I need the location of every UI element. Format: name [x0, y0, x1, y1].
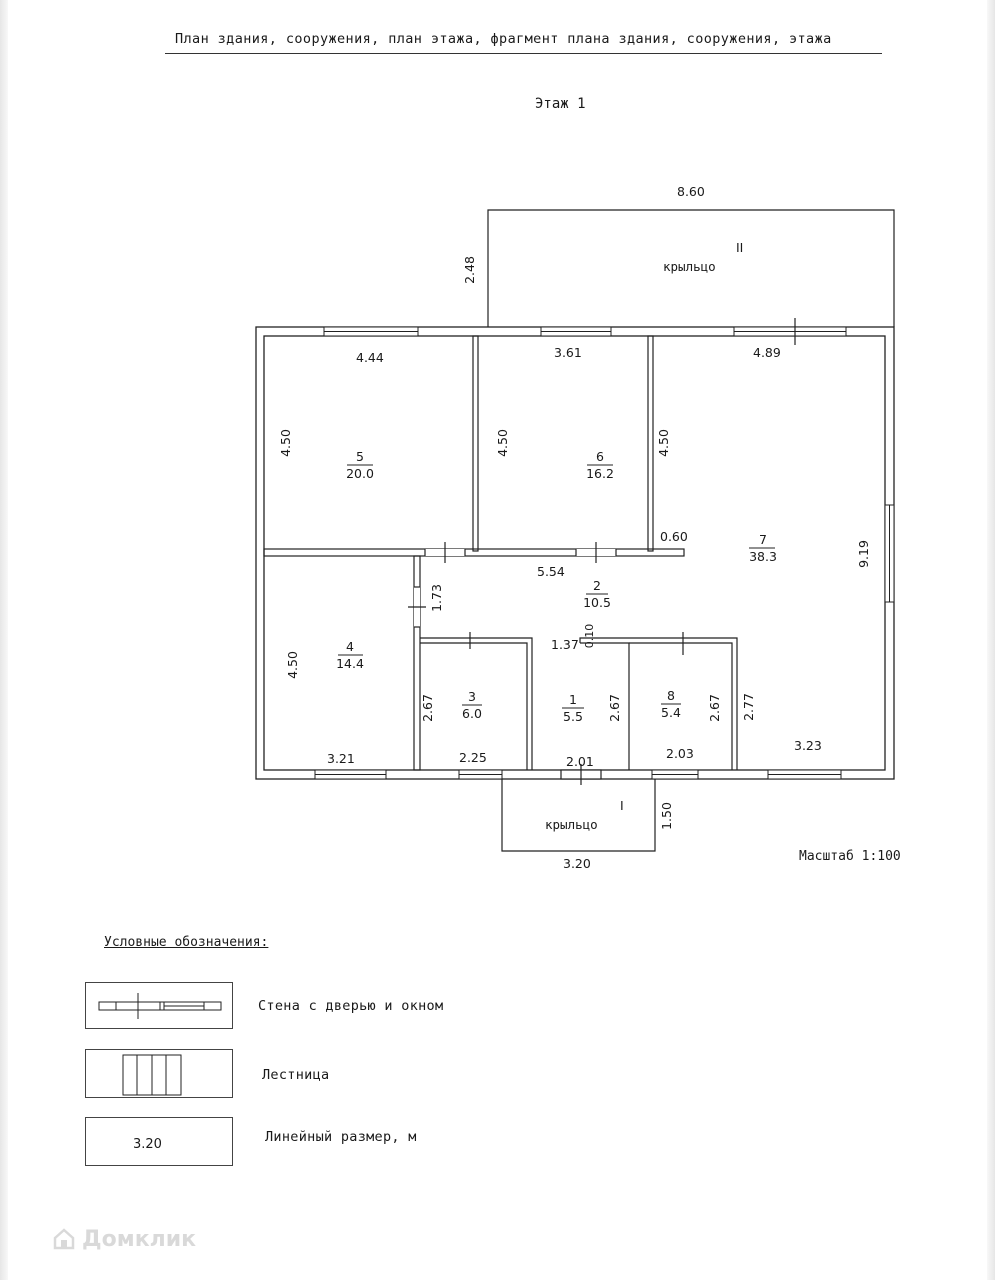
dim-step-gap: 0.10 — [583, 624, 596, 649]
dim-corridor-length: 5.54 — [537, 564, 565, 579]
dim-room1-bottom: 2.01 — [566, 754, 594, 769]
page-edge-right — [987, 0, 995, 1280]
dim-room1-side: 2.67 — [607, 694, 622, 722]
plan-header-title: План здания, сооружения, план этажа, фра… — [175, 31, 832, 47]
room-7-number: 7 — [759, 532, 767, 547]
dim-room7-right: 9.19 — [856, 540, 871, 568]
porch-top-depth: 2.48 — [462, 256, 477, 284]
porch-bottom-numeral: I — [620, 798, 624, 813]
legend-wall-text: Стена с дверью и окном — [258, 998, 444, 1014]
dim-corridor-side: 1.73 — [429, 584, 444, 612]
room-1-area: 5.5 — [563, 709, 583, 724]
floor-label: Этаж 1 — [535, 96, 586, 112]
dim-room7-bottom: 3.23 — [794, 738, 822, 753]
room-3-area: 6.0 — [462, 706, 482, 721]
page-edge-left — [0, 0, 8, 1280]
legend-stairs-symbol — [85, 1049, 233, 1098]
watermark: Домклик — [52, 1226, 196, 1252]
doors — [408, 318, 796, 785]
dim-room6-top: 3.61 — [554, 345, 582, 360]
scale-label: Масштаб 1:100 — [799, 849, 901, 864]
dim-room3-bottom: 2.25 — [459, 750, 487, 765]
watermark-text: Домклик — [82, 1226, 197, 1252]
dim-room7-side: 4.50 — [656, 429, 671, 457]
legend-dimension-sample: 3.20 — [133, 1137, 162, 1152]
porch-top-name: крыльцо — [663, 259, 716, 274]
dim-room8-bottom: 2.03 — [666, 746, 694, 761]
dim-room3-side: 2.67 — [420, 694, 435, 722]
room-2-number: 2 — [593, 578, 601, 593]
legend-title: Условные обозначения: — [104, 935, 269, 950]
porch-top-width: 8.60 — [677, 184, 705, 199]
legend-dimension-symbol: 3.20 — [85, 1117, 233, 1166]
interior-walls — [263, 335, 738, 771]
dim-room4-side: 4.50 — [285, 651, 300, 679]
legend-dimension-text: Линейный размер, м — [265, 1129, 417, 1145]
room-8-area: 5.4 — [661, 705, 681, 720]
dim-room7-top: 4.89 — [753, 345, 781, 360]
porch-bottom-outline — [501, 779, 656, 852]
legend-wall-symbol — [85, 982, 233, 1029]
porch-bottom-depth: 1.50 — [659, 802, 674, 830]
room-1-number: 1 — [569, 692, 577, 707]
room-6-number: 6 — [596, 449, 604, 464]
dim-room7-lower-side: 2.77 — [741, 693, 756, 721]
room-5-area: 20.0 — [346, 466, 374, 481]
stairs-icon — [122, 1054, 182, 1096]
porch-bottom-name: крыльцо — [545, 817, 598, 832]
room-8-number: 8 — [667, 688, 675, 703]
wall-door-window-icon — [98, 993, 222, 1019]
windows — [314, 326, 895, 780]
room-7-area: 38.3 — [749, 549, 777, 564]
dim-corridor-ext: 0.60 — [660, 529, 688, 544]
porch-top-numeral: II — [736, 240, 743, 255]
dim-room5-side: 4.50 — [278, 429, 293, 457]
legend-stairs-text: Лестница — [262, 1067, 330, 1083]
room-6-area: 16.2 — [586, 466, 614, 481]
room-label-dividers — [338, 464, 775, 709]
dim-room8-side: 2.67 — [707, 694, 722, 722]
dim-room5-top: 4.44 — [356, 350, 384, 365]
room-4-area: 14.4 — [336, 656, 364, 671]
porch-bottom-width: 3.20 — [563, 856, 591, 871]
header-rule — [165, 53, 882, 54]
room-3-number: 3 — [468, 689, 476, 704]
room-2-area: 10.5 — [583, 595, 611, 610]
porch-top-outline — [487, 209, 895, 327]
dim-room1-top: 1.37 — [551, 637, 579, 652]
dim-room4-bottom: 3.21 — [327, 751, 355, 766]
room-4-number: 4 — [346, 639, 354, 654]
dim-room6-side: 4.50 — [495, 429, 510, 457]
room-5-number: 5 — [356, 449, 364, 464]
house-logo-icon — [53, 1228, 75, 1250]
